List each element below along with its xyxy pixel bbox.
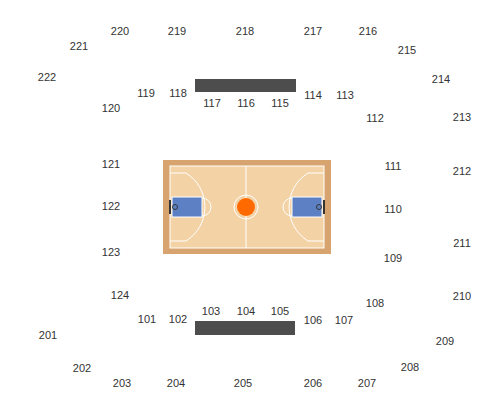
section-number: 207 <box>358 378 376 389</box>
stage-bar <box>195 79 296 92</box>
section-number: 206 <box>304 378 322 389</box>
section-number: 222 <box>38 72 56 83</box>
section-number: 115 <box>271 98 289 109</box>
section-number: 114 <box>304 90 322 101</box>
section-number: 117 <box>203 98 221 109</box>
section-number: 101 <box>138 314 156 325</box>
section-number: 112 <box>366 113 384 124</box>
section-number: 205 <box>234 378 252 389</box>
section-number: 209 <box>436 336 454 347</box>
section-number: 221 <box>70 41 88 52</box>
section-number: 202 <box>73 363 91 374</box>
section-number: 214 <box>432 74 450 85</box>
section-number: 201 <box>39 330 57 341</box>
section-number: 110 <box>384 204 402 215</box>
section-number: 218 <box>236 26 254 37</box>
section-number: 108 <box>366 298 384 309</box>
section-number: 213 <box>453 112 471 123</box>
section-number: 124 <box>111 290 129 301</box>
stage-bar <box>195 321 295 335</box>
section-number: 208 <box>401 362 419 373</box>
section-number: 118 <box>169 88 187 99</box>
section-number: 123 <box>102 247 120 258</box>
section-number: 211 <box>453 238 471 249</box>
section-number: 203 <box>113 378 131 389</box>
section-number: 109 <box>384 253 402 264</box>
basketball-court <box>163 160 331 254</box>
section-number: 212 <box>453 166 471 177</box>
section-number: 111 <box>385 161 402 172</box>
section-number: 219 <box>168 26 186 37</box>
section-number: 216 <box>359 26 377 37</box>
section-number: 103 <box>202 306 220 317</box>
section-number: 106 <box>304 315 322 326</box>
section-number: 113 <box>336 90 354 101</box>
section-number: 105 <box>271 306 289 317</box>
section-number: 120 <box>102 103 120 114</box>
section-number: 121 <box>102 159 120 170</box>
section-number: 220 <box>111 26 129 37</box>
section-number: 210 <box>453 291 471 302</box>
section-number: 102 <box>169 314 187 325</box>
section-number: 217 <box>304 26 322 37</box>
section-number: 215 <box>398 45 416 56</box>
section-number: 104 <box>237 306 255 317</box>
section-number: 204 <box>167 378 185 389</box>
section-number: 119 <box>137 88 155 99</box>
section-number: 122 <box>102 201 120 212</box>
section-number: 107 <box>335 315 353 326</box>
section-number: 116 <box>237 98 255 109</box>
